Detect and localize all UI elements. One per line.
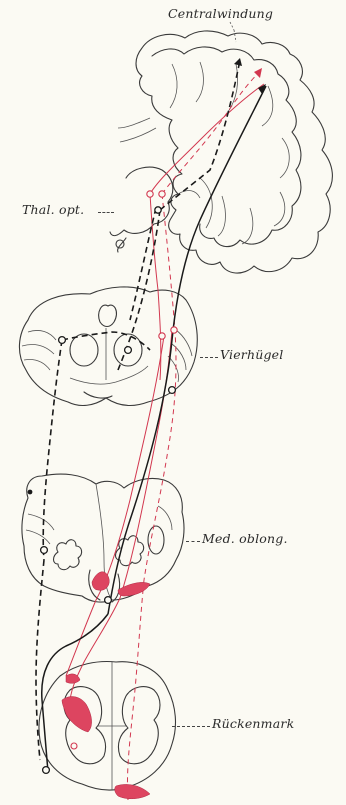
label-med-oblong-leader	[186, 541, 200, 542]
label-vierhuegel: Vierhügel	[220, 347, 283, 362]
label-rueckenmark: Rückenmark	[212, 716, 294, 731]
label-thal-opt-leader	[98, 212, 114, 213]
red-tract-blobs	[62, 572, 150, 799]
pathway-arrowheads	[234, 58, 266, 94]
cortex-section	[110, 22, 332, 273]
label-centralwindung: Centralwindung	[168, 6, 273, 21]
red-sensory-pathway	[66, 70, 264, 800]
label-rueckenmark-leader	[172, 726, 210, 727]
label-vierhuegel-leader	[200, 357, 218, 358]
label-thal-opt: Thal. opt.	[22, 202, 84, 217]
spinal-cord-section	[39, 662, 176, 791]
label-med-oblong: Med. oblong.	[202, 531, 288, 546]
